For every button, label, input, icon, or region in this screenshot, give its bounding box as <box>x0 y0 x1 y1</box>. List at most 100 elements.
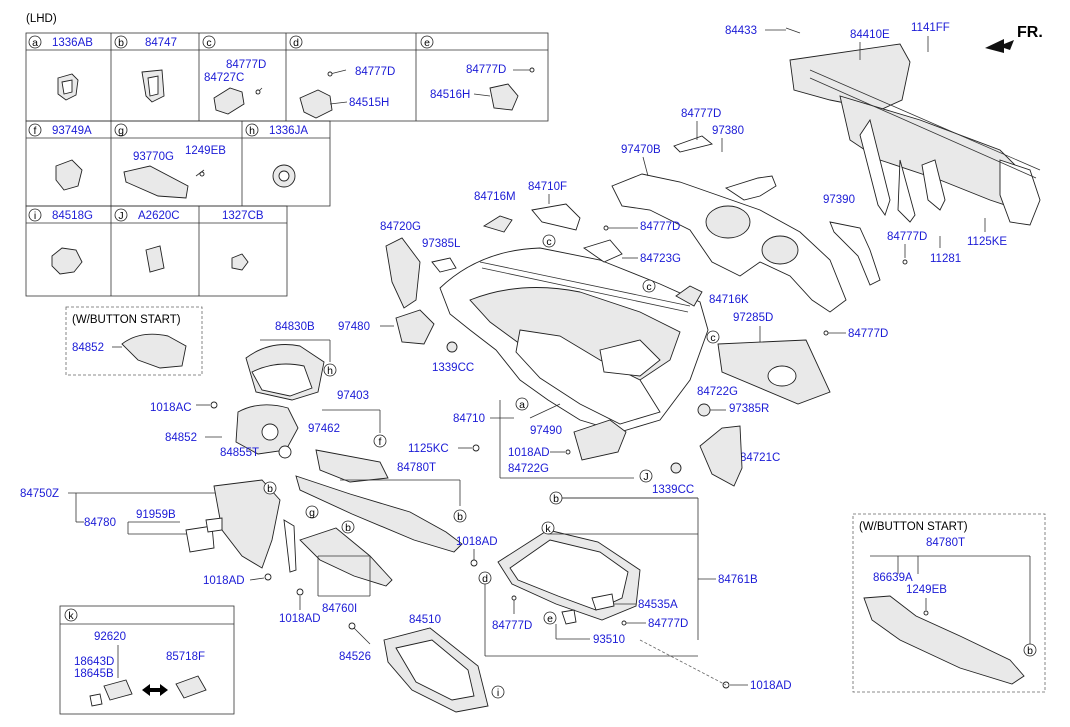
part-number: 84535A <box>638 599 678 611</box>
svg-text:c: c <box>710 332 715 344</box>
part-number: 84722G <box>508 463 549 475</box>
legend-cell-e: e 84777D 84516H <box>420 35 535 111</box>
callout-letter: g <box>118 125 124 137</box>
part-number: 84777D <box>355 66 395 78</box>
part-number: 92620 <box>94 631 126 643</box>
callout-b <box>1023 643 1037 657</box>
part-number: 18643D <box>74 656 114 668</box>
side-vent-97480 <box>395 309 435 345</box>
callout-i: i <box>491 685 505 699</box>
part-number: 97380 <box>712 125 744 137</box>
duct-97390 <box>829 221 881 286</box>
callout-f: f <box>373 434 387 448</box>
legend-cell-d: d 84777D 84515H <box>289 35 395 119</box>
callout-b-knee: b <box>263 481 277 495</box>
part-number: 1018AD <box>279 613 321 625</box>
part-number: 84780 <box>84 517 116 529</box>
actuator-icon <box>213 87 245 115</box>
glovebox: 84510 84526 1018AD <box>339 614 792 713</box>
part-number: 84777D <box>466 64 506 76</box>
part-number: A2620C <box>138 210 180 222</box>
label-group-crashpad-left: 97480 1339CC <box>338 309 474 374</box>
svg-text:c: c <box>646 281 651 293</box>
svg-text:b: b <box>267 483 273 495</box>
svg-text:i: i <box>497 687 499 699</box>
svg-text:e: e <box>547 613 553 625</box>
part-number: 84410E <box>850 29 890 41</box>
front-arrow-icon <box>985 39 1014 53</box>
part-number: 1339CC <box>652 484 694 496</box>
part-number: 97403 <box>337 390 369 402</box>
part-number: 1018AD <box>203 575 245 587</box>
callout-letter: f <box>34 125 37 137</box>
main-callouts: c c c h a f J b b g b b k d e i <box>263 234 720 699</box>
svg-text:g: g <box>309 507 315 519</box>
crash-pad-main <box>439 247 709 433</box>
center-vent-97490 <box>573 419 627 461</box>
legend-cell-h: h 1336JA <box>245 123 308 188</box>
part-number: 93749A <box>52 125 92 137</box>
part-number: 84747 <box>145 37 177 49</box>
part-number: 1018AC <box>150 402 192 414</box>
part-number: 85718F <box>166 651 205 663</box>
callout-letter: k <box>68 610 74 622</box>
label-group-ducts: 84777D 97380 97470B 97285D 84777D <box>621 108 888 405</box>
part-number: 84852 <box>72 342 104 354</box>
part-number: 91959B <box>136 509 176 521</box>
part-number: 97490 <box>530 425 562 437</box>
part-number: 93510 <box>593 634 625 646</box>
part-number: 84723G <box>640 253 681 265</box>
callout-letter: d <box>293 37 299 49</box>
button-start-title: (W/BUTTON START) <box>859 521 968 533</box>
cluster-group: 84830B 1018AC 84852 84855T 97403 97462 <box>150 321 389 483</box>
part-number: 84716K <box>709 294 749 306</box>
legend-cell-f: f 93749A <box>28 123 92 191</box>
part-number: 84727C <box>204 72 244 84</box>
part-number: 84515H <box>349 97 389 109</box>
part-number: 1141FF <box>911 22 950 34</box>
part-number: 84526 <box>339 651 371 663</box>
part-number: 84750Z <box>20 488 59 500</box>
button-start-box-right: (W/BUTTON START) 84780T 86639A 1249EB b <box>852 513 1046 693</box>
front-direction-label: FR. <box>1017 24 1043 41</box>
part-number: 1249EB <box>906 584 947 596</box>
knob-icon <box>51 247 83 275</box>
callout-letter: h <box>249 125 255 137</box>
kit-box-k: k 92620 18643D 18645B 85718F <box>59 605 235 715</box>
part-number: 84510 <box>409 614 441 626</box>
side-trim-84760I-left <box>283 519 297 573</box>
clip-j-icon <box>145 245 165 273</box>
callout-letter: b <box>118 37 124 49</box>
part-number: 84710F <box>528 181 567 193</box>
part-number: 1336JA <box>269 125 308 137</box>
part-number: 84518G <box>52 210 93 222</box>
button-start-title: (W/BUTTON START) <box>72 314 181 326</box>
speaker-grille-84716M <box>482 215 513 233</box>
lower-cover-84760I <box>299 527 393 587</box>
part-number: 84716M <box>474 191 516 203</box>
part-number: 1339CC <box>432 362 474 374</box>
callout-letter: J <box>118 210 123 222</box>
label-group-crashpad-top: 84716M 84710F 84720G 97385L 84777D 84723… <box>380 181 749 309</box>
part-number: 97390 <box>823 194 855 206</box>
callout-a: a <box>515 397 529 411</box>
part-number: 84760I <box>322 603 357 615</box>
part-number: 1125KE <box>967 236 1007 248</box>
part-number: 84777D <box>887 231 927 243</box>
part-number: 84780T <box>397 462 436 474</box>
svg-text:h: h <box>327 365 333 377</box>
part-number: 84830B <box>275 321 315 333</box>
svg-text:k: k <box>545 523 551 535</box>
callout-b-trim: b <box>453 509 467 523</box>
legend-cell-k: 1327CB <box>222 210 264 271</box>
legend-cell-j: J A2620C <box>114 208 180 273</box>
lamp-85718F-icon <box>175 675 207 699</box>
part-number: 97385L <box>422 238 461 250</box>
part-number: 97480 <box>338 321 370 333</box>
trim-84710F <box>531 203 581 231</box>
front-direction-indicator: FR. <box>985 24 1043 53</box>
part-number: 84777D <box>492 620 532 632</box>
callout-letter: e <box>424 37 430 49</box>
part-number: 84777D <box>648 618 688 630</box>
